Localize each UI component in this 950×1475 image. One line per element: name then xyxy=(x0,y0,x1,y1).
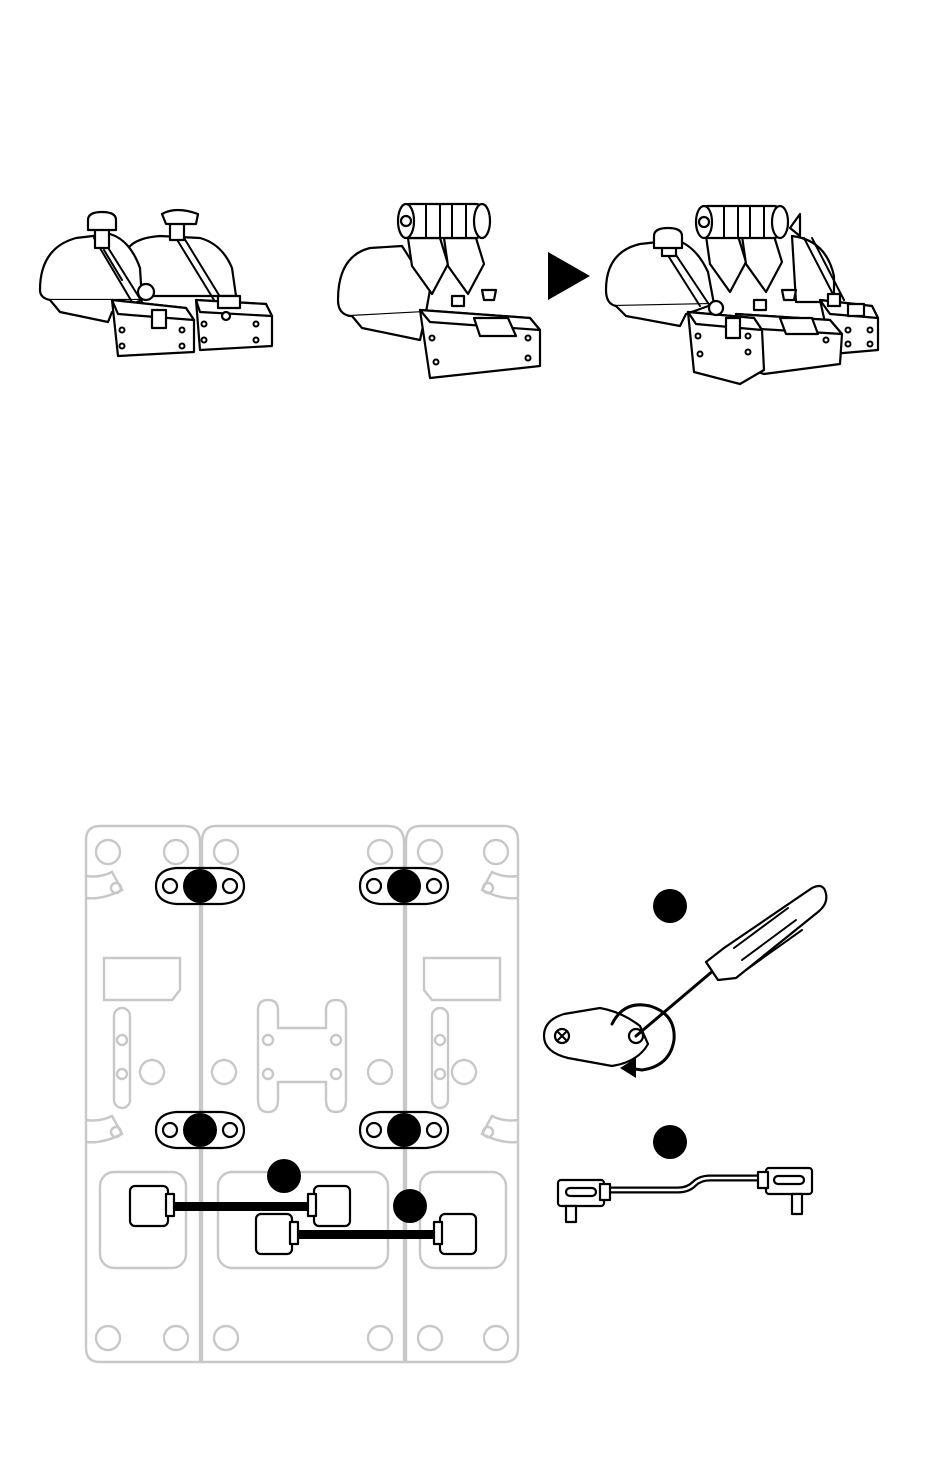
black-dot-marker xyxy=(393,1189,427,1223)
screwdriver-step xyxy=(544,886,826,1078)
black-dot-marker xyxy=(653,889,687,923)
connection-plate-bottom-left xyxy=(156,1112,244,1148)
base-throttle-quadrant xyxy=(338,204,540,378)
play-arrow-icon xyxy=(548,252,590,300)
cable-step xyxy=(558,1125,812,1222)
connection-cable-icon xyxy=(558,1168,812,1222)
screw-marker xyxy=(183,1113,217,1147)
connection-plate-top-right xyxy=(360,868,448,904)
screw-marker xyxy=(387,1113,421,1147)
underside-connection-diagram xyxy=(0,800,950,1400)
connection-plate-bottom-right xyxy=(360,1112,448,1148)
add-on-module-pair xyxy=(40,210,272,356)
assembled-quadrant xyxy=(606,206,878,384)
cable-connection-1 xyxy=(130,1159,350,1226)
screw-marker xyxy=(387,869,421,903)
black-dot-marker xyxy=(267,1159,301,1193)
quadrant-underside-outline xyxy=(86,826,518,1362)
black-dot-marker xyxy=(653,1125,687,1159)
screwdriver-icon xyxy=(706,886,826,980)
assembly-step-illustration xyxy=(0,0,950,430)
cable-connection-2 xyxy=(256,1189,476,1254)
screw-marker xyxy=(183,869,217,903)
connection-plate-top-left xyxy=(156,868,244,904)
